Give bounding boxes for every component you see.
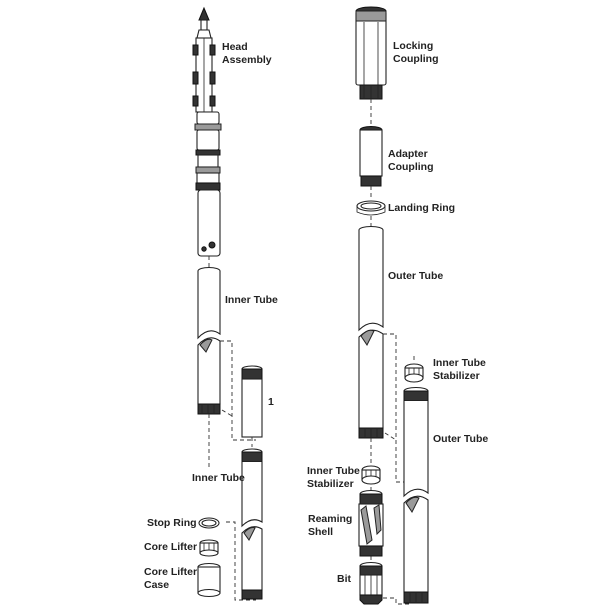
core-lifter-case — [197, 562, 221, 598]
label-reaming-shell: Reaming Shell — [308, 513, 353, 538]
inner-tube-section-1 — [241, 365, 263, 447]
label-head-assembly: Head Assembly — [222, 41, 272, 66]
label-stop-ring: Stop Ring — [147, 517, 197, 529]
label-inner-tube-upper: Inner Tube — [225, 294, 278, 306]
label-inner-tube-stabilizer-right: Inner Tube Stabilizer — [433, 357, 486, 382]
outer-tube-upper — [358, 225, 384, 439]
label-bit: Bit — [337, 573, 351, 585]
inner-tube-stabilizer-right — [404, 363, 424, 383]
label-adapter-coupling: Adapter Coupling — [388, 148, 434, 173]
label-landing-ring: Landing Ring — [388, 202, 456, 214]
label-core-lifter-case: Core Lifter Case — [144, 566, 198, 591]
locking-coupling — [355, 6, 387, 126]
label-inner-tube-lower: Inner Tube — [192, 472, 245, 484]
outer-tube-lower — [403, 386, 429, 604]
inner-tube-upper — [197, 266, 221, 415]
landing-ring — [356, 200, 386, 226]
head-assembly — [192, 6, 222, 268]
assembly-path-left — [208, 340, 256, 601]
drill-bit — [359, 561, 383, 605]
label-inner-tube-stabilizer-left: Inner Tube Stabilizer — [307, 465, 360, 490]
core-lifter — [199, 539, 219, 557]
label-locking-coupling: Locking Coupling — [393, 40, 439, 65]
label-core-lifter: Core Lifter — [144, 541, 198, 553]
inner-tube-lower — [241, 448, 263, 600]
inner-tube-stabilizer-left — [361, 465, 381, 485]
stop-ring — [198, 517, 220, 529]
reaming-shell — [358, 489, 384, 557]
label-callout-1: 1 — [268, 396, 274, 408]
label-outer-tube-lower: Outer Tube — [433, 433, 489, 445]
adapter-coupling — [359, 126, 383, 200]
label-outer-tube-upper: Outer Tube — [388, 270, 444, 282]
